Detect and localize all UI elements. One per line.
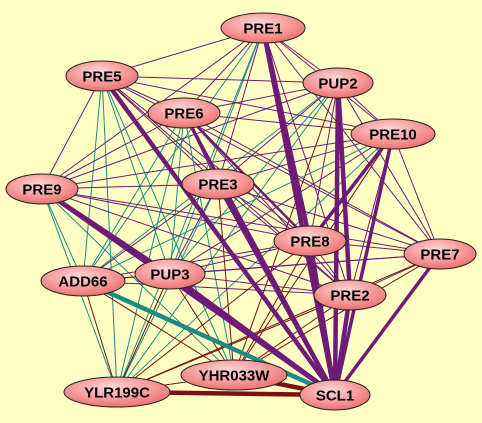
node-ellipse (5, 173, 79, 205)
node-label: PRE9 (22, 182, 61, 199)
node-label: ADD66 (58, 274, 107, 291)
node-ellipse (40, 265, 126, 297)
node-label: YLR199C (84, 385, 150, 402)
edge-pre5-pre9 (41, 75, 103, 190)
node-ellipse (134, 258, 206, 290)
edge-add66-pre2 (82, 280, 351, 296)
node-pre6[interactable]: PRE6 (147, 97, 221, 129)
node-yhr033w[interactable]: YHR033W (180, 359, 288, 391)
node-ylr199c[interactable]: YLR199C (63, 376, 171, 408)
node-pup3[interactable]: PUP3 (134, 258, 206, 290)
node-ellipse (350, 118, 436, 150)
edge-pre5-pre3 (101, 75, 219, 185)
node-ellipse (65, 60, 139, 92)
edge-pre2-scl1 (332, 292, 353, 398)
node-pre7[interactable]: PRE7 (403, 238, 477, 270)
node-pre1[interactable]: PRE1 (220, 12, 306, 44)
node-pre2[interactable]: PRE2 (313, 279, 387, 311)
edge-pre6-pre9 (41, 112, 185, 190)
edge-pre2-ylr199c (116, 294, 351, 393)
edge-pre3-add66 (82, 183, 219, 282)
node-label: PRE7 (420, 247, 459, 264)
edge-pre6-ylr199c (116, 112, 185, 393)
node-pre5[interactable]: PRE5 (65, 60, 139, 92)
edge-pre10-pre7 (392, 133, 441, 255)
node-pre3[interactable]: PRE3 (181, 168, 255, 200)
edge-pre9-yhr033w (41, 188, 235, 376)
node-pre8[interactable]: PRE8 (273, 225, 347, 257)
node-label: YHR033W (199, 368, 271, 385)
node-label: PRE10 (369, 127, 417, 144)
edge-pre5-scl1 (99, 73, 338, 398)
node-ellipse (403, 238, 477, 270)
edge-add66-yhr033w (82, 280, 235, 376)
edge-pre5-pre10 (101, 75, 394, 135)
edge-add66-ylr199c (82, 280, 118, 393)
edge-pup2-pre7 (337, 82, 441, 255)
node-label: PRE5 (82, 69, 121, 86)
node-label: SCL1 (316, 388, 354, 405)
node-ellipse (273, 225, 347, 257)
edge-pre7-scl1 (333, 252, 442, 397)
node-ellipse (302, 67, 374, 99)
node-label: PRE6 (164, 106, 203, 123)
node-ellipse (63, 376, 171, 408)
edge-pre7-ylr199c (116, 253, 441, 393)
edge-pre1-ylr199c (116, 27, 264, 393)
edge-pre6-pre2 (183, 112, 351, 296)
node-ellipse (299, 379, 371, 411)
edge-pre10-pre8 (308, 132, 395, 243)
edge-pre10-ylr199c (116, 133, 394, 393)
node-ellipse (220, 12, 306, 44)
node-label: PUP2 (318, 76, 357, 93)
edge-pup2-pre9 (41, 82, 339, 190)
edge-pre5-yhr033w (101, 75, 235, 376)
node-pre9[interactable]: PRE9 (5, 173, 79, 205)
node-ellipse (181, 168, 255, 200)
node-add66[interactable]: ADD66 (40, 265, 126, 297)
edge-pre9-pre2 (41, 188, 351, 296)
node-ellipse (147, 97, 221, 129)
edge-pup2-pre2 (335, 80, 353, 298)
edge-pre9-add66 (41, 188, 84, 282)
edge-pre3-scl1 (215, 181, 338, 398)
node-label: PRE1 (243, 21, 282, 38)
edge-pre6-pre7 (183, 112, 441, 255)
node-ellipse (313, 279, 387, 311)
edge-pre1-pup3 (169, 27, 264, 275)
node-label: PRE3 (198, 177, 237, 194)
edge-pre6-yhr033w (183, 112, 235, 376)
edge-pup3-yhr033w (169, 273, 235, 376)
edge-pre6-add66 (82, 112, 185, 282)
edge-pre9-scl1 (39, 186, 338, 398)
edge-pre6-pup3 (169, 112, 185, 275)
edge-pre9-pre8 (41, 188, 311, 242)
edge-pre5-pup2 (101, 75, 339, 84)
edge-pre5-add66 (82, 75, 103, 282)
node-pup2[interactable]: PUP2 (302, 67, 374, 99)
node-label: PRE8 (290, 234, 329, 251)
edge-pre10-scl1 (333, 132, 395, 397)
edges-layer (39, 25, 442, 398)
edge-pre8-scl1 (307, 238, 338, 398)
node-label: PUP3 (150, 267, 189, 284)
node-scl1[interactable]: SCL1 (299, 379, 371, 411)
edge-pre1-pre8 (260, 25, 313, 244)
edge-pre5-pup3 (101, 75, 171, 275)
node-pre10[interactable]: PRE10 (350, 118, 436, 150)
edge-add66-scl1 (80, 278, 338, 398)
node-label: PRE2 (330, 288, 369, 305)
edge-pup3-ylr199c (116, 273, 171, 393)
node-ellipse (180, 359, 288, 391)
edge-pre10-pre9 (41, 133, 394, 190)
